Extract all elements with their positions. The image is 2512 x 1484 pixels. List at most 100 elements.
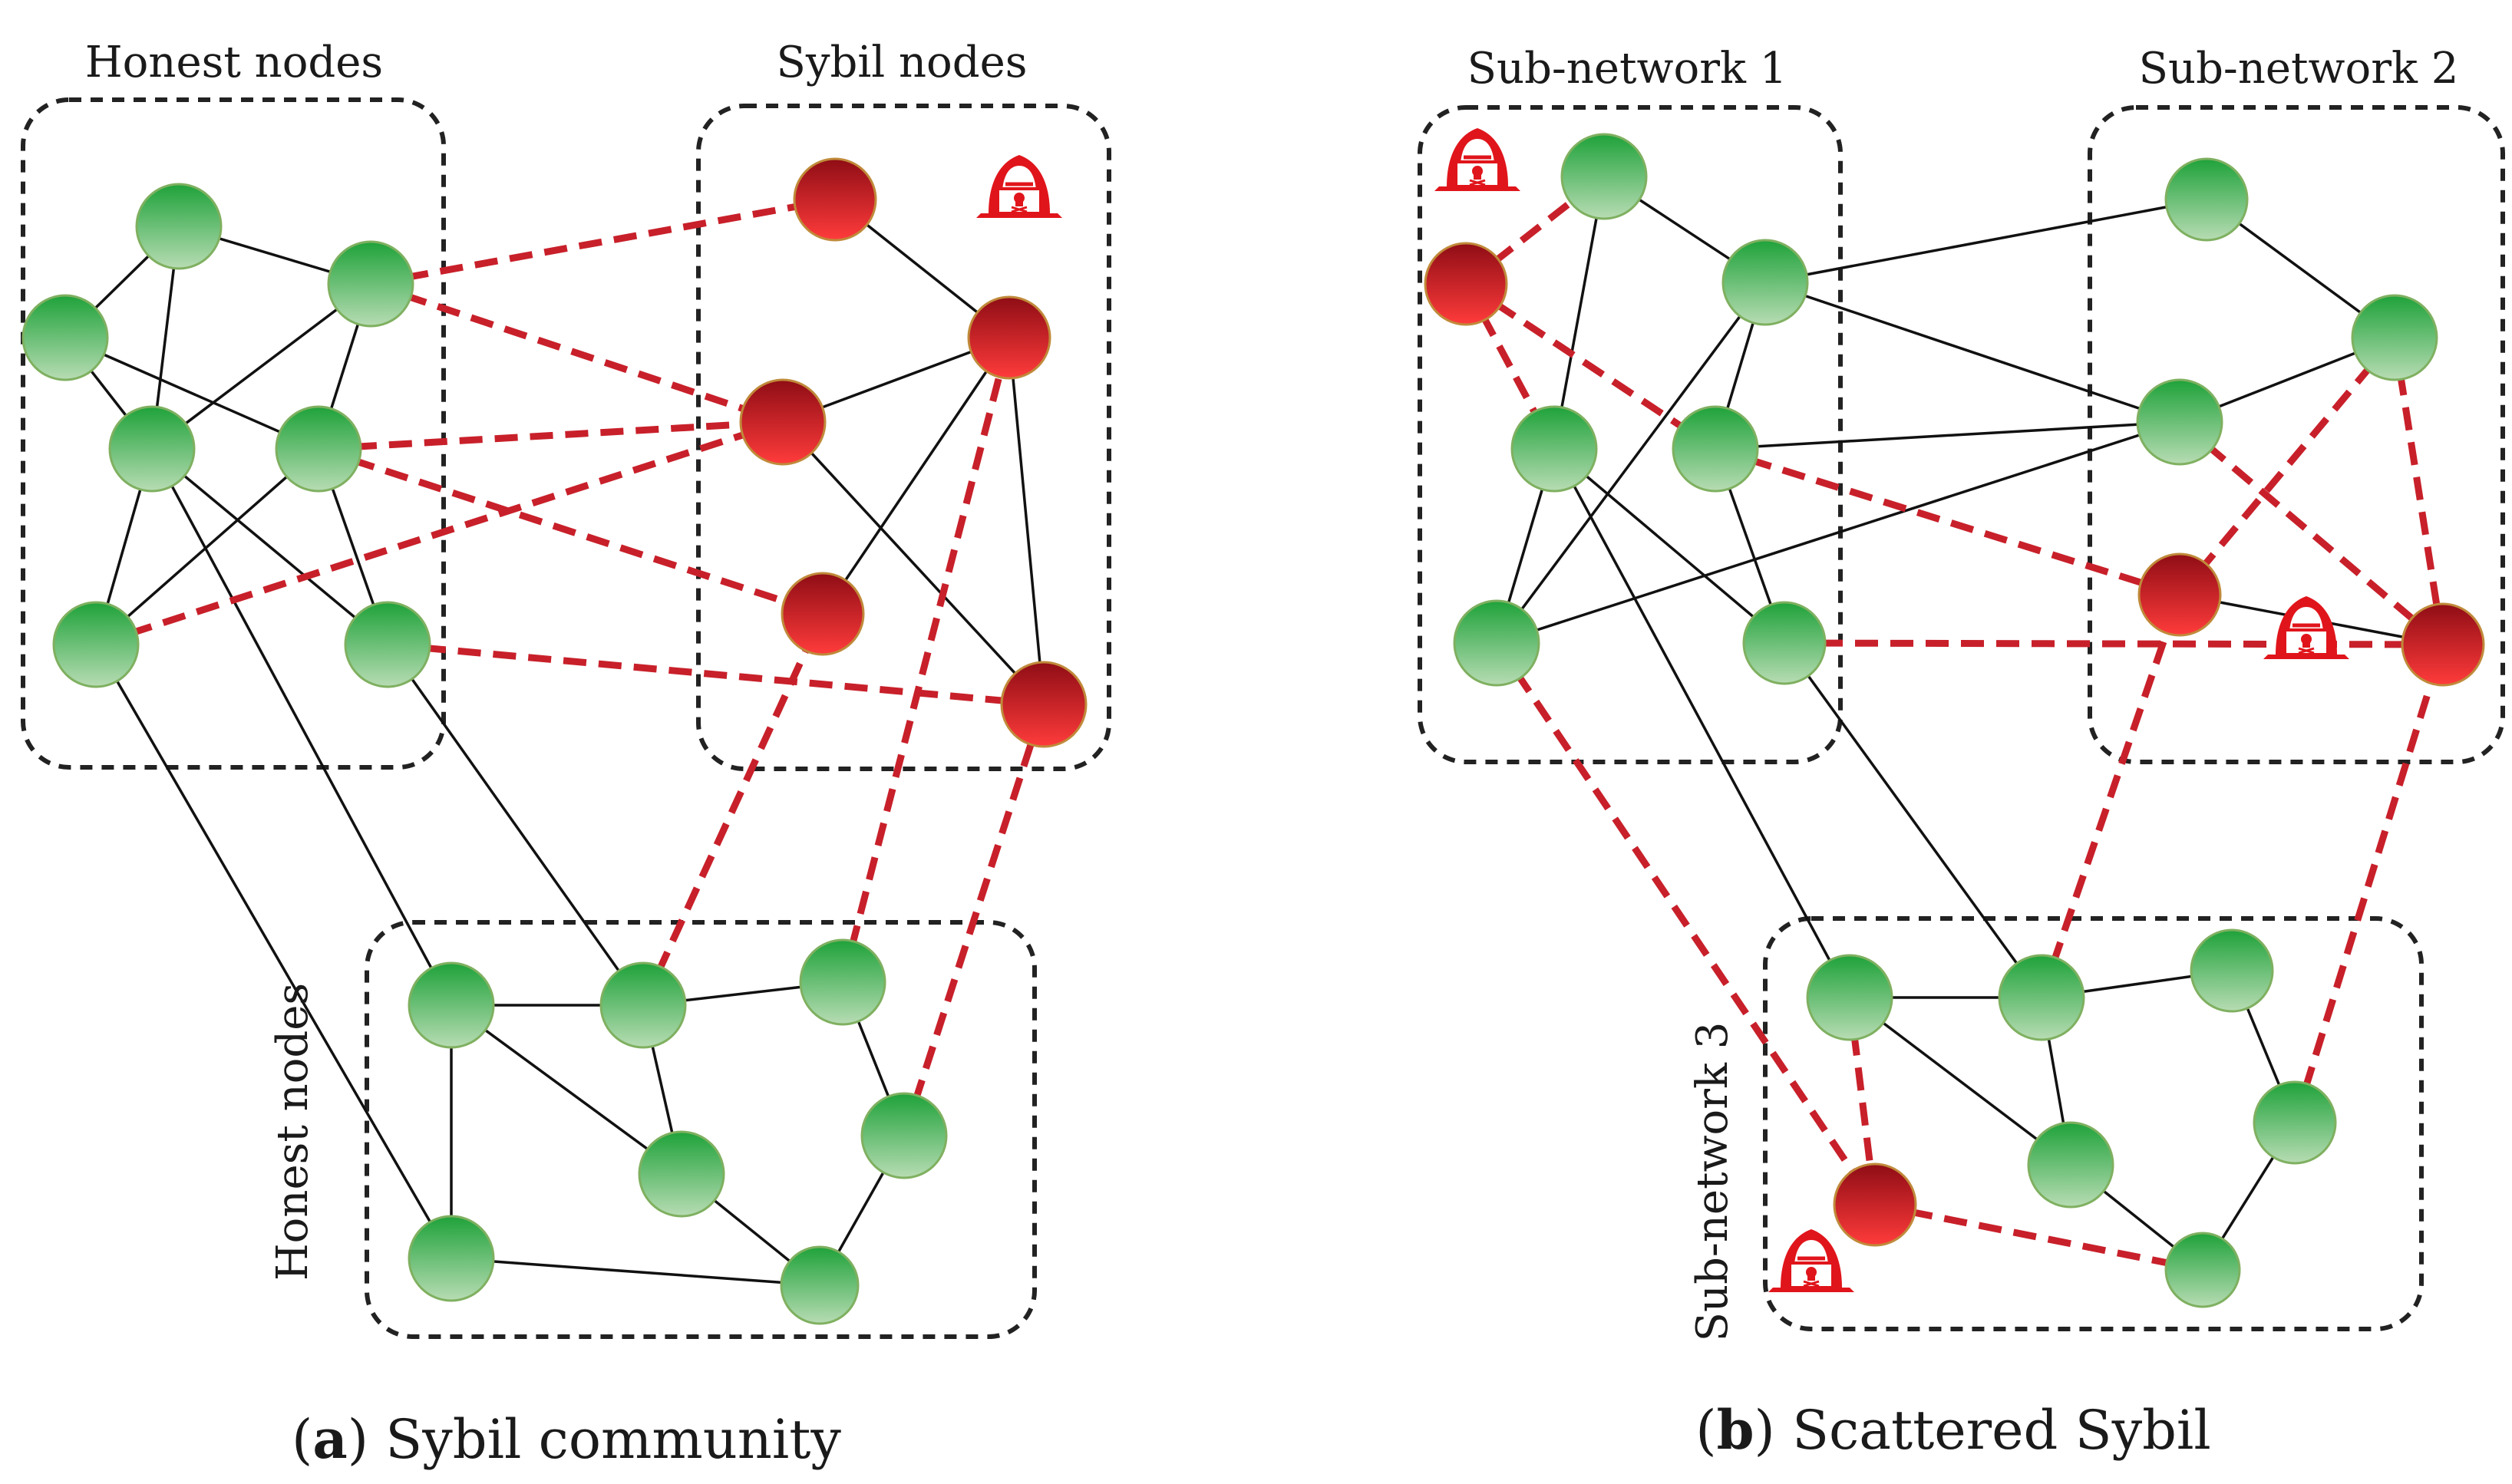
sybil-edge — [639, 612, 827, 1007]
honest-node — [2164, 157, 2249, 242]
edge — [451, 1257, 820, 1287]
sybil-edge — [318, 418, 784, 453]
edge — [150, 448, 453, 1006]
sybil-node — [2401, 602, 2485, 687]
normal-edges-b — [1495, 175, 2444, 1271]
edge — [1764, 281, 2180, 424]
sybil-node — [1424, 242, 1508, 326]
sybil-node — [781, 572, 865, 656]
sybil-node — [1833, 1162, 1917, 1247]
honest-node — [2136, 378, 2223, 466]
edge — [1008, 337, 1045, 705]
honest-node — [327, 240, 414, 328]
honest-node — [408, 961, 495, 1049]
honest-node — [2351, 294, 2438, 381]
edge — [1496, 420, 2180, 645]
sybil-edges-a — [94, 196, 1048, 1137]
hacker-icon — [1768, 1229, 1854, 1292]
edge — [94, 447, 320, 646]
honest-node — [860, 1092, 948, 1179]
edge — [1764, 198, 2207, 284]
sybil-nodes-b — [1424, 242, 2485, 1247]
hacker-icon — [976, 155, 1062, 218]
sybil-edge — [2291, 643, 2447, 1124]
honest-node — [2164, 1232, 2241, 1308]
honest-node — [135, 183, 223, 270]
sybil-node — [2137, 552, 2222, 637]
sybil-edge — [1874, 1201, 2203, 1274]
caption-b-text: Scattered Sybil — [1792, 1399, 2211, 1462]
hacker-icon — [2263, 596, 2349, 659]
caption-b: (b) Scattered Sybil — [1695, 1398, 2210, 1462]
honest-group-box-top — [21, 97, 446, 770]
honest-group-box-bottom — [365, 920, 1037, 1339]
honest-node — [2253, 1080, 2337, 1165]
honest-node — [1742, 601, 1827, 685]
caption-a-letter: a — [312, 1407, 347, 1471]
edge — [1553, 447, 1786, 645]
sybil-edge — [1784, 639, 2444, 648]
sybil-group-box — [696, 104, 1111, 771]
caption-a-text: Sybil community — [385, 1408, 841, 1471]
group-label-sub-network-2: Sub-network 2 — [2139, 44, 2459, 94]
sybil-node — [967, 295, 1051, 380]
honest-node — [780, 1245, 860, 1325]
honest-node — [1510, 405, 1598, 493]
honest-node — [638, 1130, 725, 1218]
edge — [386, 643, 645, 1007]
edge — [1848, 996, 2072, 1166]
honest-nodes-b — [1453, 133, 2438, 1308]
honest-node — [275, 405, 362, 493]
honest-node — [1672, 405, 1759, 493]
edge — [1783, 641, 2043, 999]
sybil-edge — [900, 703, 1048, 1137]
honest-node — [108, 405, 196, 493]
edge — [64, 336, 319, 450]
group-label-honest-top: Honest nodes — [85, 38, 383, 87]
sybil-edge — [387, 641, 1045, 708]
honest-node — [1806, 954, 1893, 1041]
sybil-edge — [2177, 419, 2445, 648]
honest-node — [1560, 133, 1648, 220]
sybil-node — [1000, 661, 1088, 748]
sybil-edge — [1464, 281, 1718, 452]
honest-node — [2190, 928, 2274, 1013]
honest-node — [799, 938, 886, 1026]
sub-network-2-box — [2088, 105, 2505, 764]
sybil-edge — [94, 418, 784, 648]
honest-node — [1998, 954, 2085, 1041]
hacker-icon — [1434, 128, 1520, 191]
panel-b: Sub-network 1 Sub-network 2 Sub-network … — [1418, 44, 2505, 1462]
sybil-edge — [2177, 335, 2398, 597]
group-label-honest-bottom: Honest nodes — [268, 983, 318, 1281]
honest-node — [21, 294, 109, 381]
sybil-edge — [369, 280, 784, 426]
sybil-edge — [2038, 593, 2184, 999]
edge — [1553, 176, 1606, 450]
edge — [1495, 281, 1767, 645]
group-label-sub-network-3: Sub-network 3 — [1688, 1022, 1738, 1342]
edge — [150, 282, 372, 450]
panel-a: Honest nodes Sybil nodes Honest nodes (a… — [21, 38, 1111, 1471]
sub-network-3-box — [1763, 916, 2424, 1331]
honest-node — [408, 1215, 495, 1302]
edge — [450, 1004, 683, 1176]
sybil-node — [793, 157, 877, 242]
honest-node — [344, 601, 431, 688]
honest-node — [1453, 599, 1540, 687]
honest-nodes-a — [21, 183, 948, 1325]
sybil-edge — [1714, 445, 2181, 599]
caption-b-letter: b — [1717, 1398, 1754, 1462]
honest-node — [1721, 239, 1809, 326]
sybil-edge — [2391, 337, 2447, 645]
group-label-sub-network-1: Sub-network 1 — [1467, 44, 1787, 94]
caption-a: (a) Sybil community — [292, 1407, 841, 1471]
honest-node — [52, 601, 140, 688]
sybil-edge — [839, 336, 1013, 984]
sybil-edge — [370, 196, 836, 288]
sybil-nodes-a — [739, 157, 1088, 748]
sybil-edge — [1494, 641, 1878, 1207]
sybil-edge — [317, 445, 824, 618]
edge — [94, 644, 453, 1259]
